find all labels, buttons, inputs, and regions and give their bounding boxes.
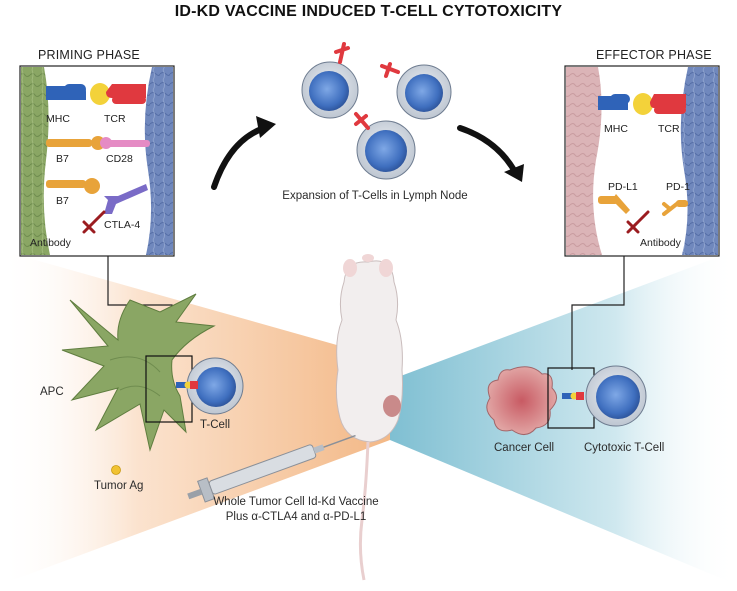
priming-antibody-label: Antibody	[30, 237, 72, 249]
effector-phase-heading: EFFECTOR PHASE	[596, 48, 712, 62]
tumor-on-mouse	[383, 395, 401, 417]
mhc-tcr-complex	[46, 83, 146, 105]
effector-blue-cone	[390, 250, 737, 585]
priming-b7-label-1: B7	[56, 153, 69, 165]
priming-ctla4-label: CTLA-4	[104, 219, 140, 231]
syringe	[187, 434, 356, 503]
priming-cd28-label: CD28	[106, 153, 133, 165]
cancer-cell	[486, 366, 557, 435]
pd1-receptor	[662, 200, 688, 216]
tcell-membrane	[144, 67, 173, 255]
effector-mhc-label: MHC	[604, 123, 628, 135]
b7-cd28-pair	[46, 136, 150, 150]
mhc-tcr-complex-effector	[598, 93, 686, 115]
vaccine-caption-line1: Whole Tumor Cell Id-Kd Vaccine	[213, 496, 379, 508]
expanding-tcell-2	[380, 62, 452, 120]
anti-ctla4-antibody	[82, 210, 106, 234]
cytotoxic-tcell	[562, 365, 647, 427]
expanding-tcell-1	[301, 42, 359, 119]
effector-pd1-label: PD-1	[666, 181, 690, 193]
vaccine-caption-line2: Plus α-CTLA4 and α-PD-L1	[225, 511, 367, 523]
b7-ctla4-pair	[46, 178, 148, 214]
mouse	[335, 254, 403, 581]
tumor-ag-label: Tumor Ag	[94, 480, 144, 492]
priming-phase-heading: PRIMING PHASE	[38, 48, 140, 62]
effector-antibody-label: Antibody	[640, 237, 682, 249]
tumor-antigen-dot	[111, 465, 121, 475]
apc-label: APC	[40, 386, 64, 398]
priming-orange-cone	[0, 250, 390, 585]
effector-pdl1-label: PD-L1	[608, 181, 638, 193]
cytotoxic-tcell-label: Cytotoxic T-Cell	[584, 442, 665, 454]
arrow-to-effector	[457, 125, 524, 182]
priming-phase-panel	[19, 65, 175, 257]
expanding-tcell-3	[354, 112, 416, 180]
effector-phase-panel	[564, 65, 720, 257]
priming-mhc-label: MHC	[46, 113, 70, 125]
apc-dendritic-cell	[61, 293, 216, 452]
expansion-caption: Expansion of T-Cells in Lymph Node	[282, 190, 468, 202]
effector-tcr-label: TCR	[658, 123, 680, 135]
cancer-cell-label: Cancer Cell	[494, 442, 555, 454]
priming-b7-label-2: B7	[56, 195, 69, 207]
cancer-cell-membrane	[566, 67, 602, 255]
tcell-left	[176, 357, 244, 415]
cytotoxic-tcell-membrane	[680, 67, 718, 255]
pdl1-ligand	[598, 194, 630, 214]
page-title: ID-KD VACCINE INDUCED T-CELL CYTOTOXICIT…	[174, 3, 563, 20]
priming-tcr-label: TCR	[104, 113, 126, 125]
arrow-to-lymph-node	[211, 116, 276, 190]
anti-pdl1-antibody	[626, 210, 650, 234]
apc-membrane	[21, 67, 50, 255]
effector-connector-line	[571, 256, 625, 370]
tcell-label: T-Cell	[200, 419, 231, 431]
